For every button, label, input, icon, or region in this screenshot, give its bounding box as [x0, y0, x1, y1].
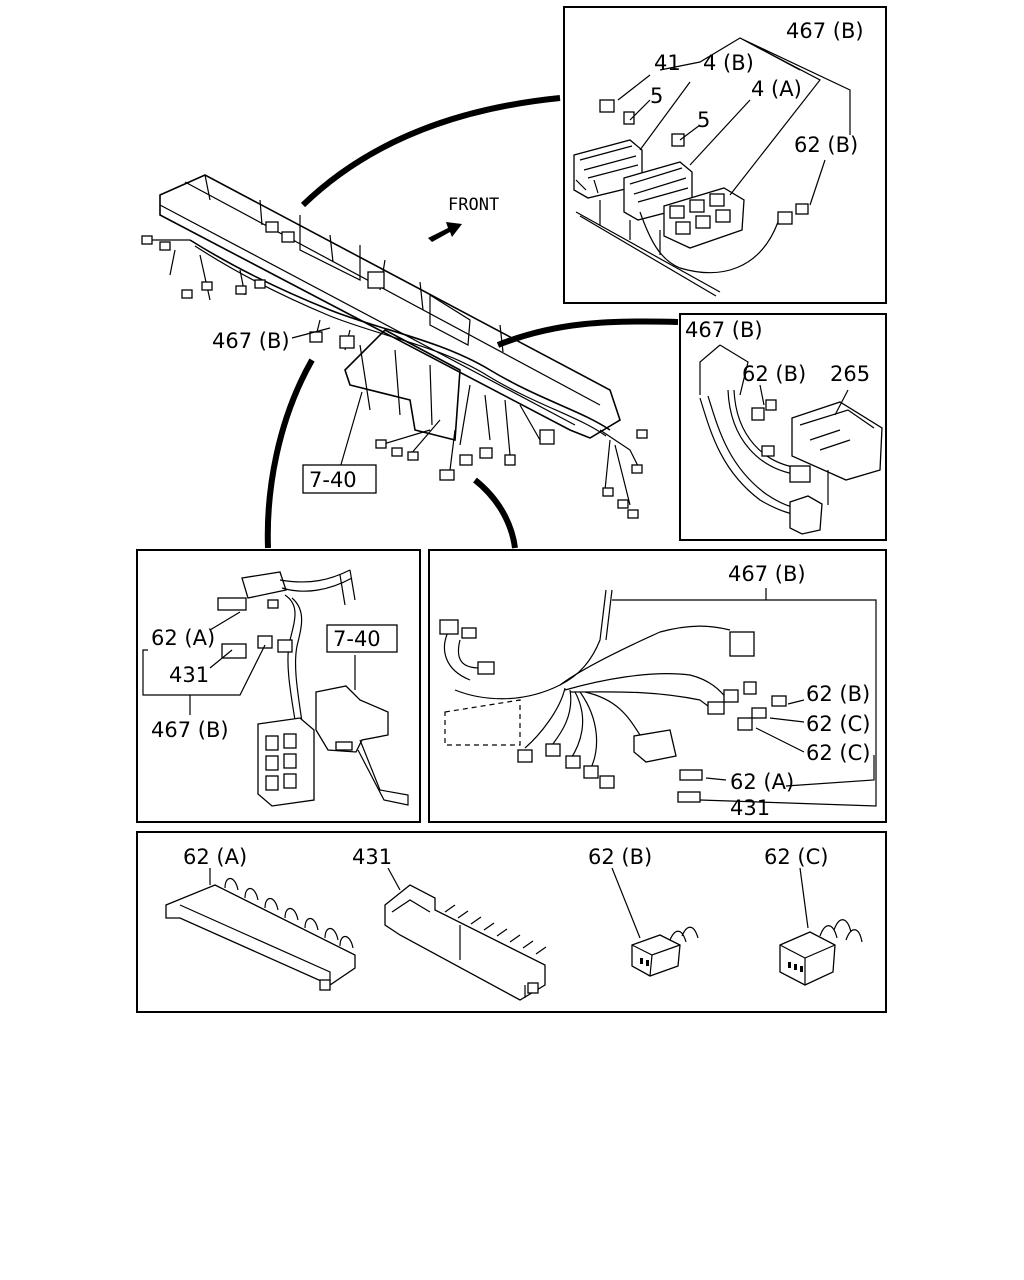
left-ref-label: 7-40	[333, 627, 381, 651]
inset-fuse-block-frame	[563, 6, 887, 304]
fuse-block-item-5-label-a: 5	[650, 84, 663, 108]
resistor-harness-label: 467 (B)	[685, 318, 763, 342]
right-item-62c-label-2: 62 (C)	[806, 741, 870, 765]
main-harness-label: 467 (B)	[212, 329, 290, 353]
right-harness-label: 467 (B)	[728, 562, 806, 586]
front-direction-arrow	[428, 222, 462, 242]
legend-part-62c-label: 62 (C)	[764, 845, 828, 869]
inset-right-frame	[428, 549, 887, 823]
right-inset-illustration	[439, 588, 877, 807]
part-62c-illustration	[779, 867, 863, 986]
right-item-62b-label: 62 (B)	[806, 682, 870, 706]
resistor-item-62b-label: 62 (B)	[742, 362, 806, 386]
inset-resistor-frame	[679, 313, 887, 541]
front-label: FRONT	[448, 195, 499, 215]
part-62b-illustration	[611, 867, 699, 977]
legend-part-62a-label: 62 (A)	[183, 845, 247, 869]
main-ref-box	[302, 464, 377, 494]
leader-arc-left-inset	[264, 358, 315, 549]
fuse-block-harness-label: 467 (B)	[786, 19, 864, 43]
leader-arc-resistor	[496, 318, 679, 348]
main-ref-label: 7-40	[309, 468, 357, 492]
part-62a-illustration	[165, 868, 356, 991]
left-item-431-label: 431	[169, 663, 209, 687]
legend-part-62b-label: 62 (B)	[588, 845, 652, 869]
fuse-block-item-4a-label: 4 (A)	[751, 77, 802, 101]
left-item-62a-label: 62 (A)	[151, 626, 215, 650]
right-item-62c-label-1: 62 (C)	[806, 712, 870, 736]
fuse-block-item-41-label: 41	[654, 51, 681, 75]
main-harness-view	[141, 174, 648, 519]
fuse-block-illustration	[573, 37, 851, 297]
resistor-item-265-label: 265	[830, 362, 870, 386]
fuse-block-item-5-label-b: 5	[697, 108, 710, 132]
part-431-illustration	[384, 867, 547, 1001]
left-harness-label: 467 (B)	[151, 718, 229, 742]
left-ref-box	[326, 624, 398, 653]
legend-part-431-label: 431	[352, 845, 392, 869]
left-inset-illustration	[142, 569, 409, 807]
inset-left-frame	[136, 549, 421, 823]
right-item-431-label: 431	[730, 796, 770, 820]
leader-arc-right-inset	[473, 477, 518, 549]
fuse-block-item-62b-label: 62 (B)	[794, 133, 858, 157]
leader-arc-fuse-block	[300, 95, 561, 208]
right-item-62a-label: 62 (A)	[730, 770, 794, 794]
resistor-illustration	[699, 344, 883, 535]
fuse-block-item-4b-label: 4 (B)	[703, 51, 754, 75]
parts-legend-frame	[136, 831, 887, 1013]
